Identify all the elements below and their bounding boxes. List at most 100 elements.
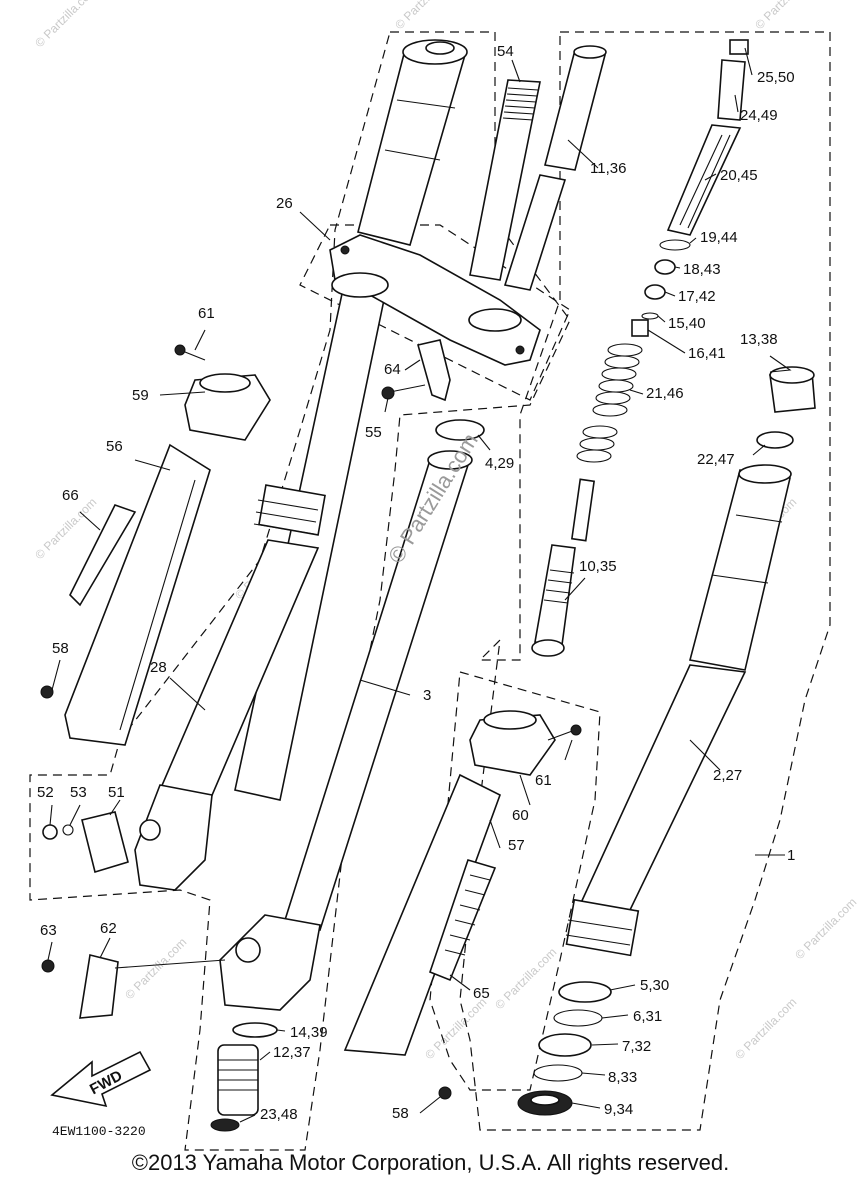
under-bracket-26 xyxy=(329,79,541,366)
rod-16-41 xyxy=(631,319,649,337)
nut-18-43 xyxy=(654,259,676,275)
left-guard-56 xyxy=(40,443,211,746)
dust-seal-5-30 xyxy=(558,981,612,1003)
bolt-61b-head xyxy=(570,724,582,736)
callout-26: 26 xyxy=(276,195,293,212)
nut-52 xyxy=(42,824,58,840)
center-axle-bracket xyxy=(219,914,321,1011)
left-cap-top xyxy=(425,41,455,55)
watermark-text: © Partzilla.com xyxy=(32,0,99,50)
callout-16-41: 16,41 xyxy=(688,345,726,362)
outline-right-fork-group xyxy=(459,31,831,1131)
outline-lower-guard-group xyxy=(429,671,601,1091)
callout-25-50: 25,50 xyxy=(757,69,795,86)
seal-ring-line xyxy=(565,934,631,946)
callout-15-40: 15,40 xyxy=(668,315,706,332)
seal-ring-line xyxy=(257,499,319,511)
callout-52: 52 xyxy=(37,784,54,801)
adjuster-rod xyxy=(570,478,596,542)
outer-tube-top xyxy=(738,464,792,484)
callout-55: 55 xyxy=(365,424,382,441)
callout-11-36: 11,36 xyxy=(590,160,626,177)
callout-18-43: 18,43 xyxy=(683,261,721,278)
callout-12-37: 12,37 xyxy=(273,1044,311,1061)
bracket-clamp-left xyxy=(331,272,389,298)
bolt-61b-shaft xyxy=(547,729,576,741)
callout-56: 56 xyxy=(106,438,123,455)
drawing-code: 4EW1100-3220 xyxy=(52,1124,146,1139)
guard-holder-59 xyxy=(184,374,271,441)
seal-ring-line xyxy=(567,919,633,931)
callout-57: 57 xyxy=(508,837,525,854)
watermark-text: © Partzilla.com xyxy=(492,945,559,1012)
callout-6-31: 6,31 xyxy=(633,1008,662,1025)
callout-4-29: 4,29 xyxy=(485,455,514,472)
callout-24-49: 24,49 xyxy=(740,107,778,124)
callout-60: 60 xyxy=(512,807,529,824)
washer-53 xyxy=(62,824,74,836)
callout-66: 66 xyxy=(62,487,79,504)
callout-59: 59 xyxy=(132,387,149,404)
nut-25-50 xyxy=(729,39,749,55)
callout-58a: 58 xyxy=(52,640,69,657)
cable-guide-64 xyxy=(417,339,451,402)
right-guard-57 xyxy=(343,710,582,1100)
callout-51: 51 xyxy=(108,784,125,801)
callout-7-32: 7,32 xyxy=(622,1038,651,1055)
left-axle-bracket xyxy=(134,784,213,891)
tube-band xyxy=(711,574,769,584)
callout-19-44: 19,44 xyxy=(700,229,738,246)
slide-metal-inner xyxy=(530,1094,560,1106)
bolt-55-shaft xyxy=(389,384,426,393)
tube-11-top xyxy=(573,45,607,59)
cap-bolt-top xyxy=(769,366,815,384)
leader-lines xyxy=(47,47,792,1123)
fwd-arrow: FWD xyxy=(50,1050,152,1108)
right-outer-tube-2-27 xyxy=(565,464,792,957)
callout-2-27: 2,27 xyxy=(713,767,742,784)
fork-guard-56 xyxy=(64,443,211,746)
callout-58b: 58 xyxy=(392,1105,409,1122)
watermark-text: © Partzilla.com xyxy=(122,935,189,1002)
right-internals xyxy=(503,39,816,657)
callout-1: 1 xyxy=(787,847,795,864)
callout-3: 3 xyxy=(423,687,431,704)
watermark-text: © Partzilla.com xyxy=(792,895,859,962)
bolt-63 xyxy=(41,959,55,973)
seal-ring-line xyxy=(253,523,315,535)
washer-17-42 xyxy=(644,284,666,300)
watermark-text: © Partzilla.com xyxy=(392,0,459,32)
bolt-58a xyxy=(40,685,54,699)
spring-21-46 xyxy=(576,343,643,463)
cartridge-base xyxy=(531,639,565,657)
callout-labels: 54 11,36 25,50 24,49 20,45 19,44 18,43 1… xyxy=(37,43,795,1123)
holder-59-top xyxy=(199,373,251,393)
fwd-arrow-icon xyxy=(50,1050,152,1108)
outer-tube-seal xyxy=(565,898,640,957)
callout-28: 28 xyxy=(150,659,167,676)
decal-66 xyxy=(69,504,137,607)
cap-bolt-tube-11-36 xyxy=(544,49,606,171)
bolt-55-head xyxy=(381,386,395,400)
callout-23-48: 23,48 xyxy=(260,1106,298,1123)
callout-61b: 61 xyxy=(535,772,552,789)
left-fork-assembly xyxy=(42,39,468,891)
axle-holder-51 xyxy=(81,811,129,874)
bracket-clamp-right xyxy=(468,308,522,332)
callout-54: 54 xyxy=(497,43,514,60)
fork-guard-57 xyxy=(343,773,501,1056)
center-fork-3 xyxy=(41,419,485,1132)
rod-24-49 xyxy=(717,59,746,121)
left-inner-tube-upper xyxy=(357,49,467,246)
oil-seal-4-29 xyxy=(435,419,485,441)
oil-seal-7-32 xyxy=(538,1033,592,1057)
tube-band xyxy=(735,514,783,523)
clip-6-31 xyxy=(553,1009,603,1027)
valve-threads xyxy=(218,1059,258,1091)
callout-9-34: 9,34 xyxy=(604,1101,633,1118)
callout-65: 65 xyxy=(473,985,490,1002)
copyright-notice: ©2013 Yamaha Motor Corporation, U.S.A. A… xyxy=(131,1150,730,1175)
callout-22-47: 22,47 xyxy=(697,451,735,468)
watermark-text: © Partzilla.com xyxy=(752,0,819,32)
